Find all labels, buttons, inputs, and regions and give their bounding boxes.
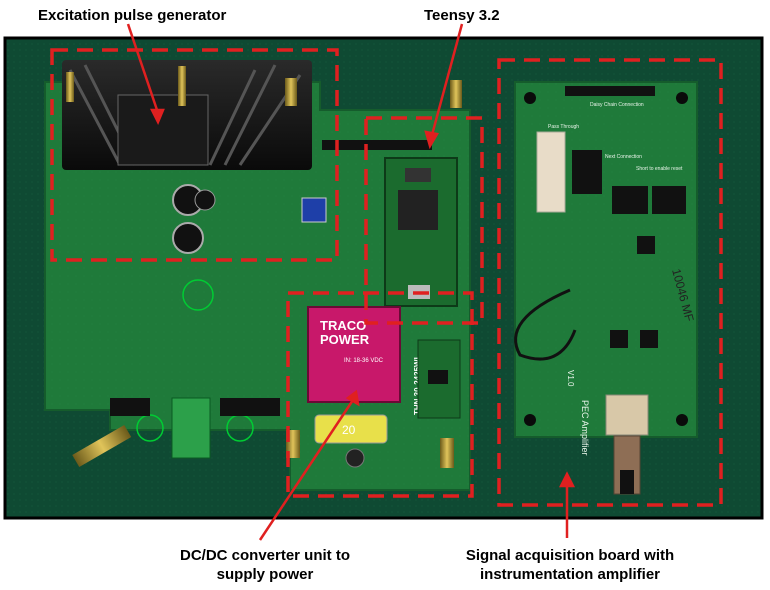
amp-board-title: PEC Amplifier — [580, 400, 590, 456]
amp-board-short: Short to enable reset — [636, 166, 683, 172]
box-dcdc — [286, 291, 474, 498]
arrow-excitation-line — [126, 23, 159, 111]
traco-brand-2: POWER — [320, 332, 370, 347]
traco-brand-1: TRACO — [320, 318, 366, 333]
box-teensy — [364, 116, 484, 325]
signal-board-label: Signal acquisition board with instrument… — [440, 546, 700, 584]
dcdc-label-line1: DC/DC converter unit to — [179, 547, 350, 564]
heatsink — [62, 60, 312, 170]
arrow-teensy-head — [424, 130, 439, 150]
bnc-connector — [605, 394, 649, 495]
box-excitation — [50, 48, 339, 262]
dcdc-label: DC/DC converter unit to supply power — [150, 546, 380, 584]
signal-board-label-line1: Signal acquisition board with — [465, 547, 675, 564]
small-capacitor — [345, 448, 365, 468]
terminal-block — [171, 397, 211, 459]
traco-converter: TRACO POWER IN: 18-36 VDC THN 30-2425WI — [307, 306, 422, 415]
traco-vin: IN: 18-36 VDC — [344, 358, 384, 364]
arrow-dcdc-head — [345, 389, 360, 407]
fuse-value: 20 — [342, 423, 356, 437]
fuse: 20 — [314, 414, 388, 444]
arrow-dcdc-line — [258, 399, 355, 541]
teensy-board — [384, 157, 458, 307]
amp-board-next: Next Connection — [605, 154, 642, 160]
signal-board-label-line2: instrumentation amplifier — [479, 566, 661, 583]
annotation-boxes — [50, 48, 723, 507]
teensy-label: Teensy 3.2 — [424, 7, 500, 24]
annotation-arrows — [126, 23, 576, 541]
arrow-teensy-line — [430, 23, 464, 136]
signal-acquisition-board: Daisy Chain Connection Pass Through Next… — [514, 81, 698, 456]
arrow-signal-head — [558, 471, 576, 488]
box-signal — [497, 58, 723, 507]
pin-headers — [110, 398, 280, 416]
capacitors — [136, 184, 254, 442]
dcdc-label-line2: supply power — [216, 566, 314, 583]
jumper-wire — [514, 288, 577, 361]
amp-board-version: V1.0 — [566, 370, 575, 387]
arrow-excitation-head — [149, 108, 165, 126]
header-strip — [322, 140, 432, 150]
potentiometer — [301, 197, 327, 223]
amp-board-passthrough: Pass Through — [548, 124, 579, 130]
amp-board-header: Daisy Chain Connection — [590, 102, 644, 108]
excitation-label: Excitation pulse generator — [38, 7, 227, 24]
